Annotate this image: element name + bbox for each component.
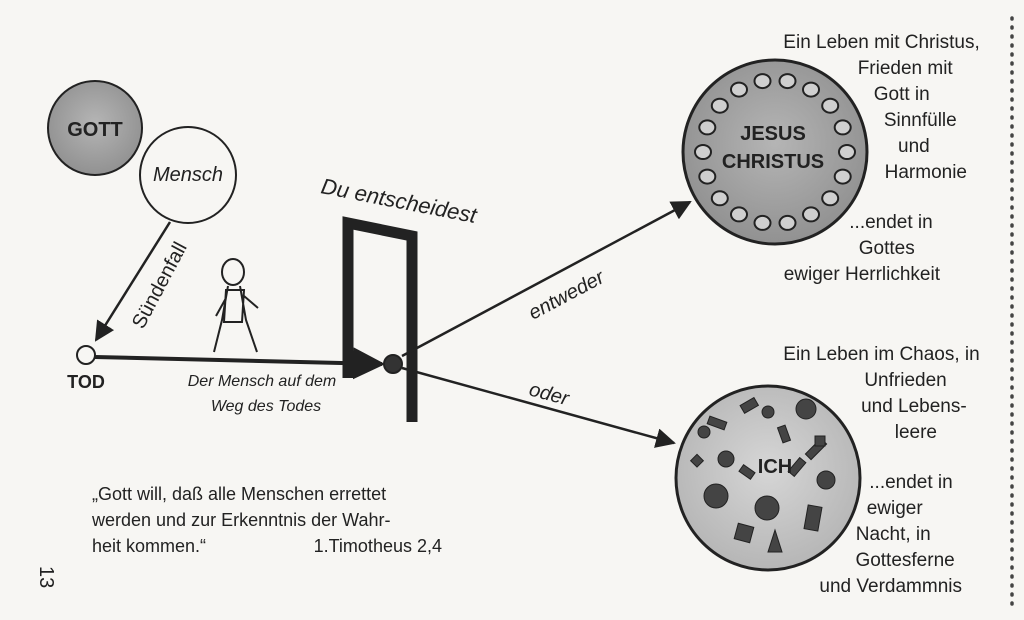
ring-dot <box>753 214 772 231</box>
entweder-label: entweder <box>525 266 609 325</box>
ring-dot <box>838 144 856 160</box>
ich-label: ICH <box>758 456 792 478</box>
ring-dot <box>730 206 748 223</box>
suendenfall-label: Sündenfall <box>128 239 192 333</box>
page-number: 13 <box>35 566 57 588</box>
ring-dot <box>821 190 840 207</box>
ring-dot <box>833 168 852 185</box>
ring-dot <box>698 168 717 185</box>
decision-point <box>383 354 403 374</box>
chaos-end-text: ...endet in ewiger Nacht, in Gottesferne… <box>819 472 962 597</box>
bible-quote: „Gott will, daß alle Menschen errettet w… <box>91 484 395 556</box>
ring-dot <box>821 97 840 114</box>
jesus-christus-circle <box>681 58 869 246</box>
chaos-shapes <box>689 396 836 553</box>
path-line <box>94 347 386 380</box>
entweder-arrow <box>401 200 692 358</box>
ring-dot <box>698 119 717 136</box>
bible-reference: 1.Timotheus 2,4 <box>314 536 442 556</box>
ring-dot <box>694 144 712 160</box>
chaos-outcome-text: Ein Leben im Chaos, in Unfrieden und Leb… <box>783 344 985 443</box>
ring-dot <box>778 214 797 231</box>
ring-dot <box>802 81 820 98</box>
mensch-label: Mensch <box>153 164 223 186</box>
ring-dot <box>833 119 852 136</box>
ring-dot <box>730 81 748 98</box>
mensch-circle <box>139 126 237 224</box>
jesus-label: JESUS <box>740 123 806 145</box>
ring-dot <box>710 190 729 207</box>
tod-point <box>76 345 96 365</box>
christ-ring-dots <box>694 73 856 231</box>
christus-label: CHRISTUS <box>722 151 824 173</box>
tod-label: TOD <box>67 372 105 392</box>
suendenfall-arrow <box>94 221 172 342</box>
walking-person-icon <box>213 258 259 353</box>
ring-dot <box>710 97 729 114</box>
christ-outcome-text: Ein Leben mit Christus, Frieden mit Gott… <box>783 32 985 183</box>
path-label-line1: Der Mensch auf dem <box>188 373 337 390</box>
gott-circle <box>47 80 143 176</box>
door-frame <box>342 216 418 422</box>
path-label-line2: Weg des Todes <box>211 398 321 415</box>
ring-dot <box>753 73 772 90</box>
oder-arrow <box>401 366 676 448</box>
ring-dot <box>778 73 797 90</box>
ring-dot <box>802 206 820 223</box>
oder-label: oder <box>527 379 573 411</box>
christ-end-text: ...endet in Gottes ewiger Herrlichkeit <box>784 212 941 285</box>
gott-label: GOTT <box>67 119 123 141</box>
